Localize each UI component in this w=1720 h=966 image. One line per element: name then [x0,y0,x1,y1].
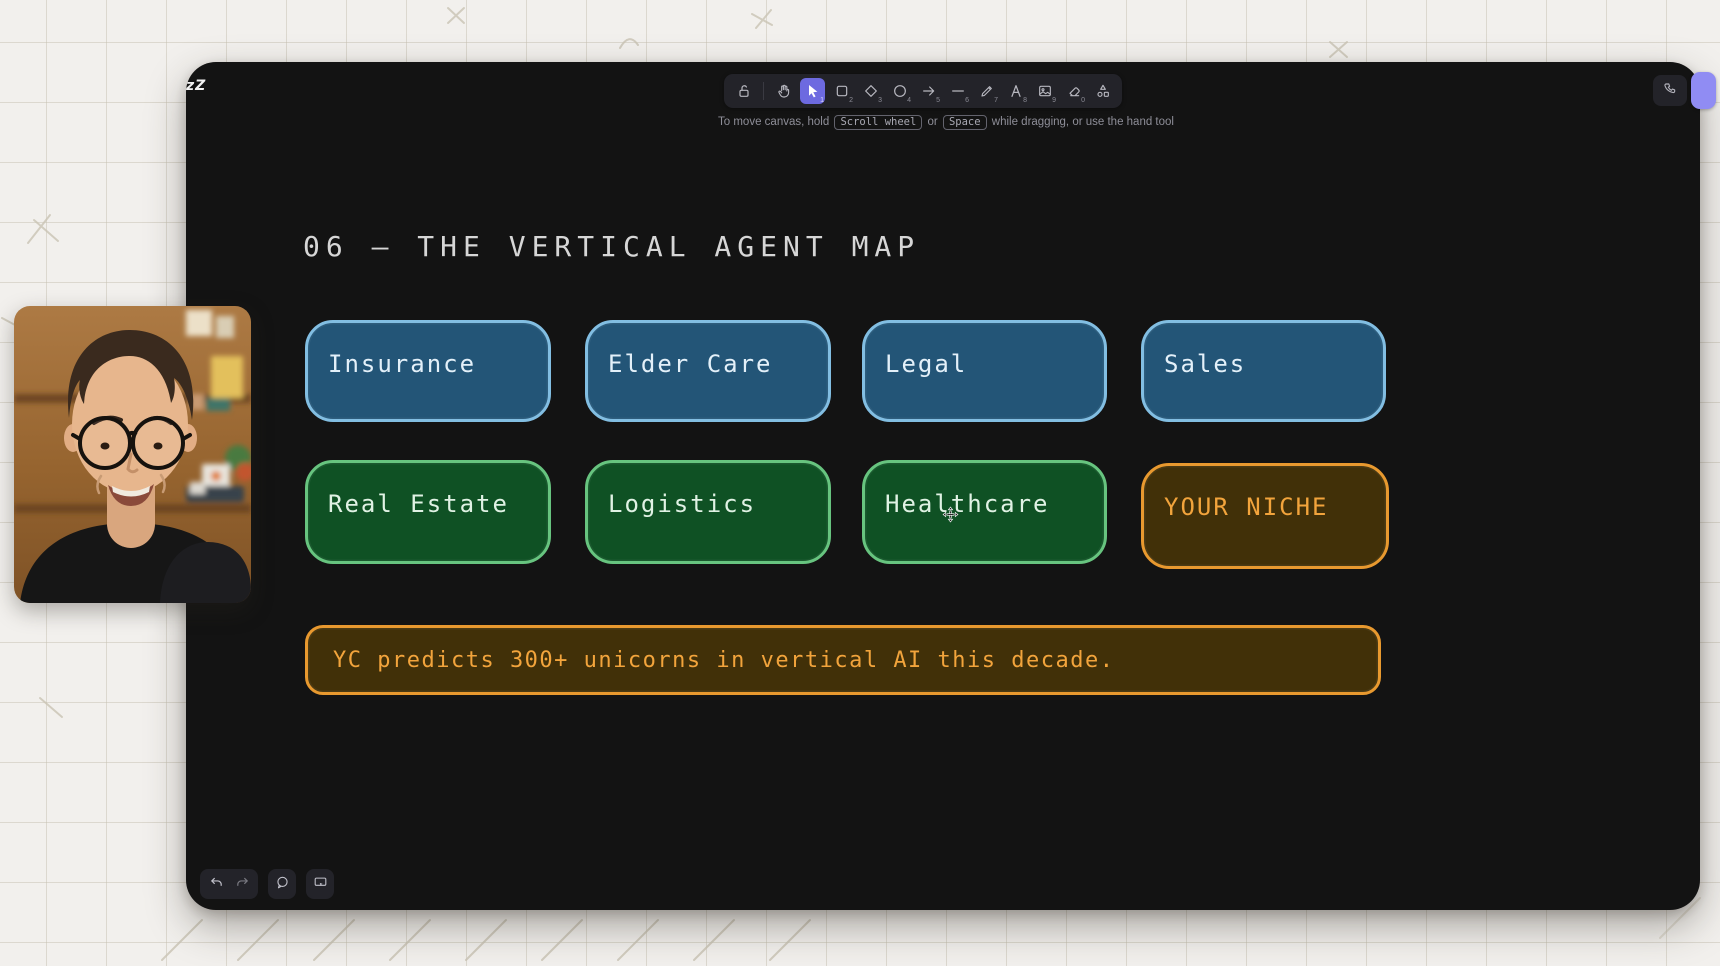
canvas-hint: To move canvas, hold Scroll wheel or Spa… [718,115,1174,130]
sidebar-toggle-pill[interactable] [1691,72,1716,109]
whiteboard-canvas[interactable]: zZ 1 2 3 [186,62,1700,910]
ellipse-icon [892,83,908,99]
present-button[interactable] [306,869,334,899]
scroll-wheel-key: Scroll wheel [834,115,923,130]
tool-arrow[interactable]: 5 [916,78,941,104]
box-logistics[interactable]: Logistics [585,460,831,564]
tool-text[interactable]: 8 [1003,78,1028,104]
box-real-estate[interactable]: Real Estate [305,460,551,564]
corner-watermark: zZ [186,78,207,94]
presentation-icon [313,875,328,893]
footer-controls [200,869,334,899]
note-banner[interactable]: YC predicts 300+ unicorns in vertical AI… [305,625,1381,695]
text-icon [1008,83,1024,99]
toolbar-divider [763,82,764,100]
page-title[interactable]: 06 — THE VERTICAL AGENT MAP [303,230,921,263]
tool-selection[interactable]: 1 [800,78,825,104]
chat-bubble-icon [275,875,290,893]
image-icon [1037,83,1053,99]
phone-icon [1662,81,1678,100]
tool-rectangle[interactable]: 2 [829,78,854,104]
tool-eraser[interactable]: 0 [1061,78,1086,104]
presenter-avatar [14,306,251,603]
redo-icon [235,875,250,893]
undo-button[interactable] [203,871,229,897]
shapes-icon [1095,83,1111,99]
tool-ellipse[interactable]: 4 [887,78,912,104]
box-legal[interactable]: Legal [862,320,1107,422]
arrow-icon [921,83,937,99]
tool-shapes[interactable] [1090,78,1115,104]
diamond-icon [863,83,879,99]
tool-hand[interactable] [771,78,796,104]
move-cursor [942,506,959,523]
box-elder-care[interactable]: Elder Care [585,320,831,422]
hand-icon [776,83,792,99]
comments-button[interactable] [268,869,296,899]
undo-icon [209,875,224,893]
webcam-overlay [14,306,251,603]
line-icon [950,83,966,99]
tool-draw[interactable]: 7 [974,78,999,104]
space-key: Space [942,115,987,130]
box-your-niche[interactable]: YOUR NICHE [1141,463,1389,569]
lock-open-icon [736,83,752,99]
box-sales[interactable]: Sales [1141,320,1386,422]
cursor-icon [805,83,821,99]
call-button[interactable] [1653,75,1687,106]
tool-line[interactable]: 6 [945,78,970,104]
redo-button[interactable] [229,871,255,897]
tool-image[interactable]: 9 [1032,78,1057,104]
toolbar: 1 2 3 4 5 6 7 [724,74,1122,108]
tool-lock[interactable] [731,78,756,104]
box-healthcare[interactable]: Healthcare [862,460,1107,564]
pencil-icon [979,83,995,99]
tool-diamond[interactable]: 3 [858,78,883,104]
eraser-icon [1066,83,1082,99]
undo-redo-group [200,869,258,899]
box-insurance[interactable]: Insurance [305,320,551,422]
rectangle-icon [834,83,850,99]
